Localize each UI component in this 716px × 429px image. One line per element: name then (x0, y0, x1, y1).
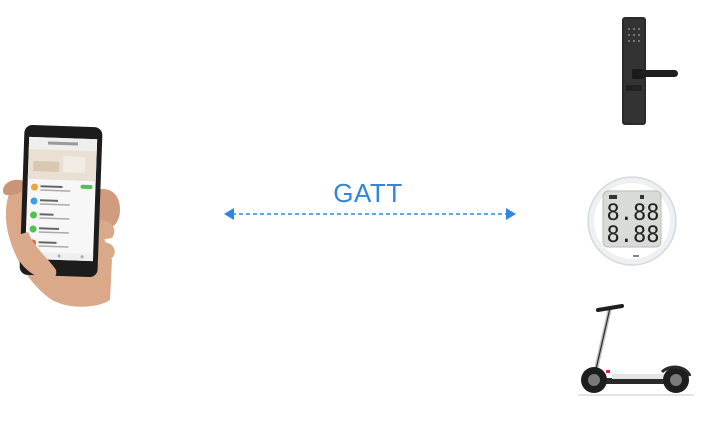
lcd-top-reading: 8.88 (607, 201, 660, 226)
lcd-bottom-reading: 8.88 (607, 223, 660, 248)
bidirectional-dashed-arrow (222, 204, 518, 224)
digital-thermometer-hygrometer-icon: 8.88 8.88 (585, 175, 680, 267)
connection-label: GATT (333, 178, 403, 208)
smartphone-in-hand-icon (0, 120, 130, 310)
smart-door-lock-icon (612, 15, 682, 127)
electric-scooter-icon (572, 300, 696, 400)
